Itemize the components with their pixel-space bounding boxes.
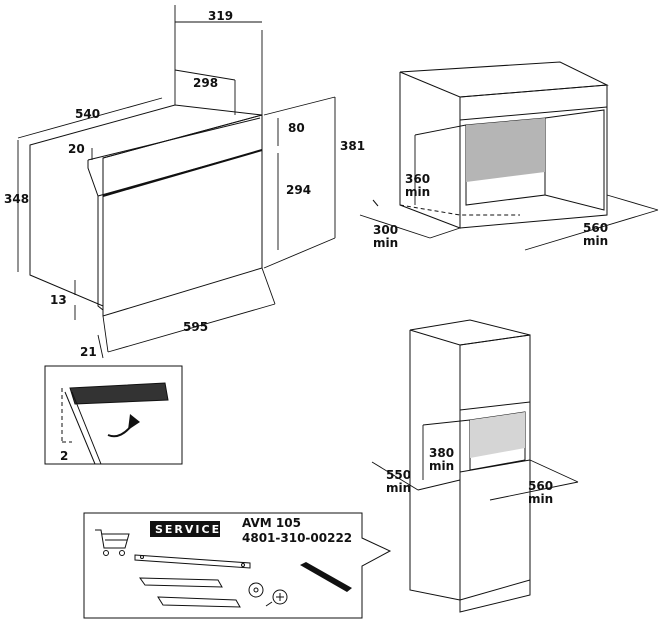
bracket-icon-2 — [157, 596, 241, 608]
dim-294: 294 — [286, 183, 311, 197]
dim-550-unit: min — [386, 481, 411, 495]
mounting-rail-icon — [134, 554, 251, 569]
cabinet-top-labels: 360 min 300 min 560 min — [373, 172, 608, 250]
column-cabinet — [371, 319, 579, 613]
dim-319: 319 — [208, 9, 233, 23]
service-badge-text: SERVICE — [155, 523, 221, 536]
dim-80: 80 — [288, 121, 305, 135]
dim-595: 595 — [183, 320, 208, 334]
oven-dimension-labels: 319 298 540 381 80 294 20 348 13 595 21 — [4, 9, 365, 359]
service-model: AVM 105 — [242, 516, 301, 530]
shopping-cart-icon — [95, 529, 130, 556]
dim-348: 348 — [4, 192, 29, 206]
column-cabinet-labels: 380 min 550 min 560 min — [386, 446, 553, 506]
service-code: 4801-310-00222 — [242, 531, 352, 545]
oven-perspective — [29, 104, 263, 317]
dim-21: 21 — [80, 345, 97, 359]
detail-box: 2 — [44, 365, 183, 465]
dim-360: 360 — [405, 172, 430, 186]
dim-20: 20 — [68, 142, 85, 156]
allen-key-icon — [300, 562, 352, 592]
bracket-icon — [139, 577, 223, 588]
dim-560-top-unit: min — [583, 234, 608, 248]
oven-dimension-lines — [17, 5, 336, 359]
dim-13: 13 — [50, 293, 67, 307]
service-badge — [150, 521, 220, 537]
dim-380-unit: min — [429, 459, 454, 473]
dim-300: 300 — [373, 223, 398, 237]
dim-540: 540 — [75, 107, 100, 121]
cabinet-top — [359, 61, 659, 251]
service-parts-box: SERVICE AVM 105 4801-310-00222 — [83, 512, 392, 619]
dim-560-top: 560 — [583, 221, 608, 235]
screw-icon — [265, 589, 288, 607]
dim-560-col-unit: min — [528, 492, 553, 506]
dim-360-unit: min — [405, 185, 430, 199]
dim-560-col: 560 — [528, 479, 553, 493]
washer-icon — [248, 582, 264, 598]
dim-381: 381 — [340, 139, 365, 153]
dim-550: 550 — [386, 468, 411, 482]
detail-gap: 2 — [60, 449, 68, 463]
dim-298: 298 — [193, 76, 218, 90]
dim-380: 380 — [429, 446, 454, 460]
dim-300-unit: min — [373, 236, 398, 250]
